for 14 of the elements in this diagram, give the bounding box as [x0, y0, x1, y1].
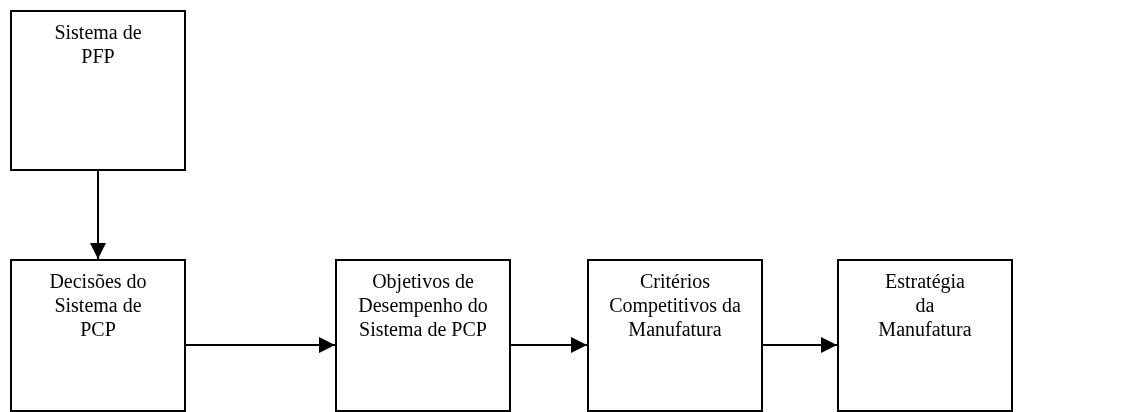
box-label: Sistema de PFP: [53, 20, 143, 68]
box-label: Objetivos de Desempenho do Sistema de PCP: [357, 269, 489, 341]
arrow: [762, 337, 838, 353]
box-label: Critérios Competitivos da Manufatura: [608, 269, 742, 341]
process-box: [335, 259, 511, 412]
process-box: [587, 259, 763, 412]
process-box: [10, 10, 186, 171]
box-label: Estratégia da Manufatura: [877, 269, 973, 341]
arrow: [90, 170, 106, 260]
arrow: [510, 337, 588, 353]
arrow: [185, 337, 336, 353]
process-box: [10, 259, 186, 412]
box-label: Decisões do Sistema de PCP: [48, 269, 148, 341]
process-box: [837, 259, 1013, 412]
